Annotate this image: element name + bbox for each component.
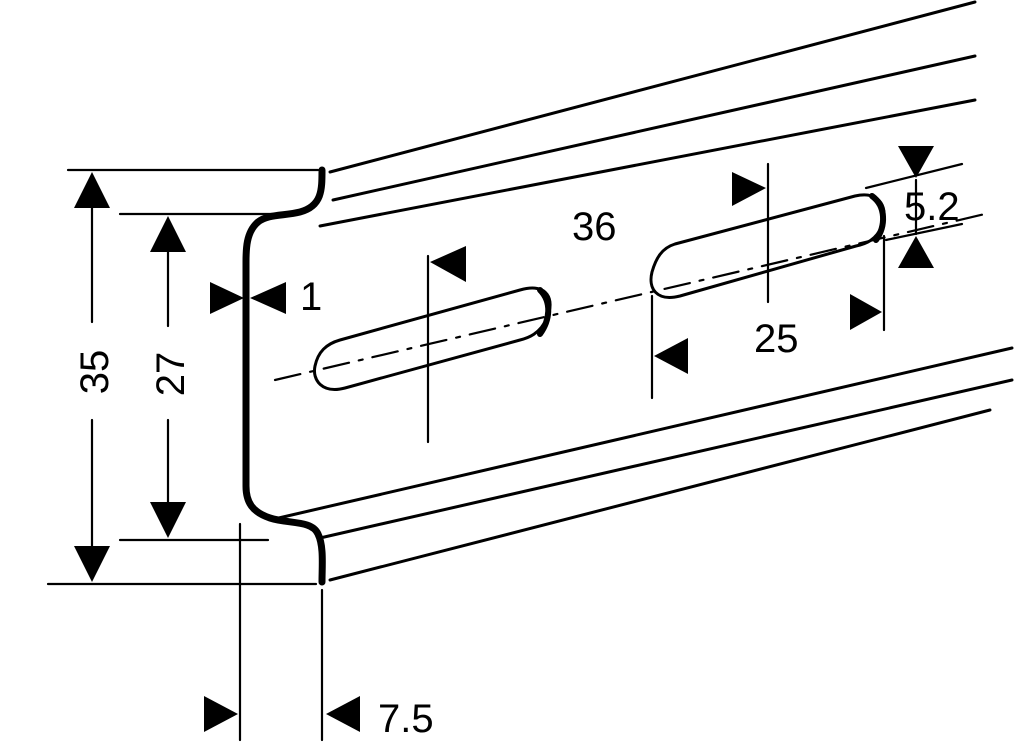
bottom-flange-outer-edge [328, 408, 992, 582]
top-flange-outer-edge [328, 0, 977, 174]
ext-line-slot-width-top [864, 162, 964, 190]
arrow-right-1 [210, 282, 244, 314]
rail-body [242, 0, 1014, 586]
label-1: 1 [300, 275, 322, 319]
web-top-edge [318, 98, 977, 228]
slots [312, 193, 886, 391]
arrow-up-27 [150, 216, 186, 252]
dimension-1: 1 [210, 275, 322, 319]
dimension-27: 27 [149, 216, 193, 538]
arrow-left-36 [430, 246, 466, 282]
slot-right-shadow [869, 193, 886, 243]
arrow-down-27 [150, 502, 186, 538]
ext-line-slot-width-bottom [884, 222, 964, 242]
slot-left [312, 286, 552, 391]
label-25: 25 [754, 317, 799, 361]
slot-left-shadow [537, 287, 552, 337]
dimension-36: 36 [430, 172, 766, 282]
arrow-right-36 [732, 172, 766, 206]
label-27: 27 [149, 352, 193, 397]
arrow-up-5-2 [898, 236, 934, 268]
rail-profile [242, 166, 326, 586]
dimension-7-5: 7.5 [204, 696, 434, 741]
arrow-down-35 [74, 546, 110, 582]
arrow-down-5-2 [898, 146, 934, 178]
arrow-left-7-5 [326, 696, 360, 732]
slot-center-line [273, 212, 987, 382]
dimension-35: 35 [73, 172, 117, 582]
arrow-up-35 [74, 172, 110, 208]
dimension-5-2: 5.2 [898, 146, 960, 268]
arrow-left-1 [250, 282, 286, 314]
label-5-2: 5.2 [904, 185, 960, 229]
label-36: 36 [572, 205, 617, 249]
bottom-flange-inner-edge [318, 378, 1014, 540]
extension-lines [46, 162, 964, 742]
arrow-right-7-5 [204, 696, 238, 732]
label-7-5: 7.5 [378, 697, 434, 741]
arrow-right-25 [850, 294, 882, 330]
web-bottom-edge [268, 346, 1014, 522]
top-flange-inner-edge [331, 54, 977, 202]
arrow-left-25 [654, 338, 688, 374]
dimension-25: 25 [654, 294, 882, 374]
label-35: 35 [73, 350, 117, 395]
